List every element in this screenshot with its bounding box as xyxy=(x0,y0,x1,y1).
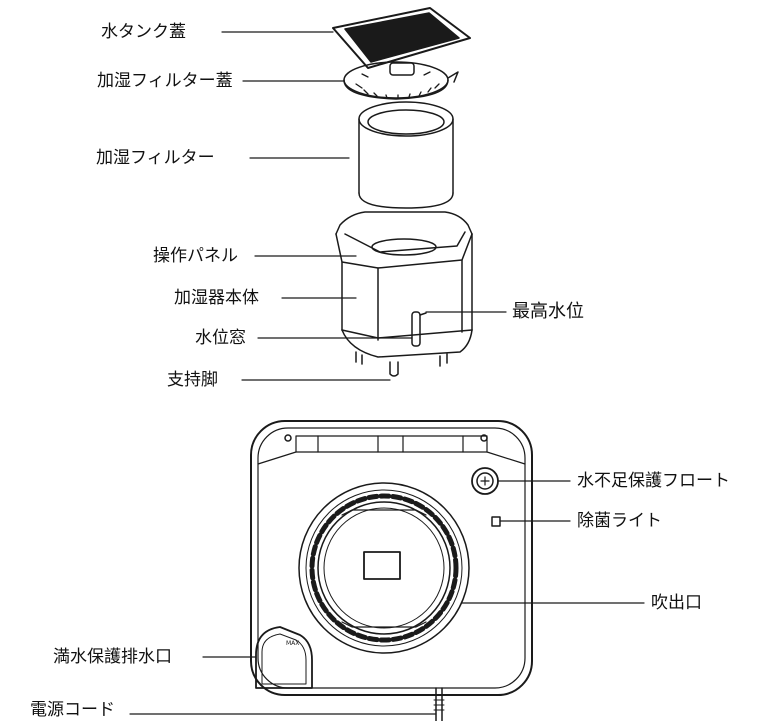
label-water-window: 水位窓 xyxy=(195,328,246,348)
filter-drawing xyxy=(358,101,454,209)
label-drain: 満水保護排水口 xyxy=(53,647,172,667)
leader-lines xyxy=(129,31,645,715)
label-body: 加湿器本体 xyxy=(174,288,259,308)
top-view-drawing: MAX xyxy=(250,420,533,721)
label-outlet: 吹出口 xyxy=(651,593,702,613)
label-filter-lid: 加湿フィルター蓋 xyxy=(97,71,233,91)
label-max-water: 最高水位 xyxy=(512,301,584,322)
tank-lid-drawing xyxy=(332,7,471,69)
body-drawing xyxy=(335,211,473,377)
label-feet: 支持脚 xyxy=(167,370,218,390)
label-float: 水不足保護フロート xyxy=(577,471,730,491)
label-uv-light: 除菌ライト xyxy=(577,511,662,531)
label-power-cord: 電源コード xyxy=(30,700,115,720)
svg-text:MAX: MAX xyxy=(286,640,299,647)
label-filter: 加湿フィルター xyxy=(96,148,215,168)
label-control-panel: 操作パネル xyxy=(153,246,238,266)
filter-lid-drawing xyxy=(343,61,459,100)
label-tank-lid: 水タンク蓋 xyxy=(101,22,186,42)
